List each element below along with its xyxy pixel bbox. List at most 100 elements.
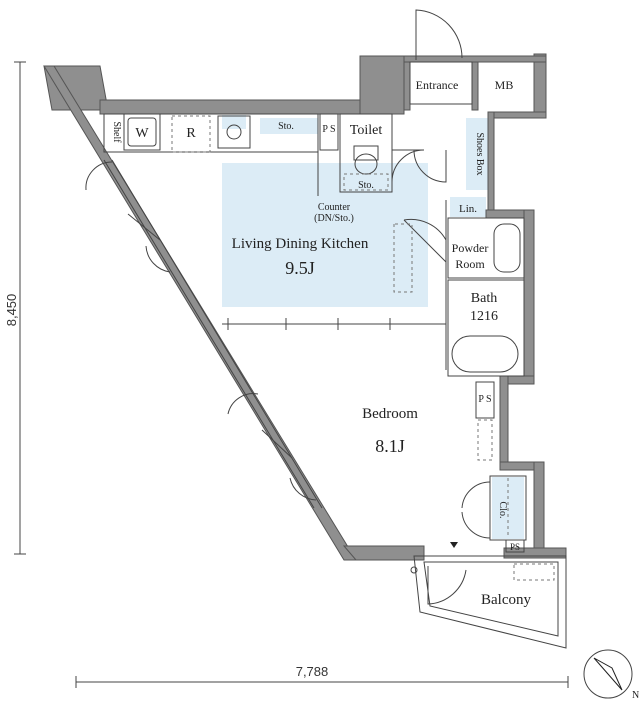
closet: [461, 475, 527, 553]
washbasin: [493, 223, 521, 273]
sash-mark-2: [261, 429, 293, 459]
balcony-label: Balcony: [481, 592, 531, 608]
compass-needle-light: [593, 657, 623, 691]
ldk-size-label: 9.5J: [285, 258, 315, 278]
counter-note-label: (DN/Sto.): [314, 213, 354, 224]
wall-top-column: [359, 55, 405, 115]
toilet-door: [391, 149, 425, 183]
shoes-box-highlight: [466, 118, 488, 190]
sash-mark-1: [127, 213, 161, 241]
sink-basin: [226, 124, 242, 140]
compass: N: [583, 649, 639, 701]
window-swing-2: [145, 245, 171, 273]
powder-door-swing: [403, 218, 447, 241]
toilet-walls: [339, 113, 393, 193]
highlight-areas: [222, 115, 524, 539]
wall-entrance-left: [403, 59, 411, 111]
kitchen-storage-highlight: [260, 118, 318, 134]
powder-door-leaf: [403, 219, 447, 263]
bath-label: Bath: [471, 291, 497, 306]
balcony-outline: [413, 555, 567, 649]
bedroom-label: Bedroom: [362, 406, 418, 422]
wall-right-upper: [487, 111, 495, 213]
toilet-bowl: [354, 153, 378, 175]
wall-top: [99, 99, 361, 115]
window-swing-4: [289, 477, 317, 501]
closet-door-2: [461, 511, 491, 539]
ps-mid-dash: [477, 419, 493, 461]
powder-label-1: Powder: [452, 241, 489, 255]
mb-label: MB: [495, 78, 514, 92]
entrance-door-swing: [415, 9, 463, 60]
washer-inner: [127, 117, 157, 147]
toilet-room: [339, 113, 393, 193]
room-divider: [222, 200, 447, 370]
entrance-door: [409, 9, 473, 105]
closet-door-1: [461, 481, 491, 509]
fridge-label: R: [186, 126, 196, 141]
toilet-label: Toilet: [350, 123, 383, 138]
wall-mb-bottom: [489, 111, 547, 119]
window-swing-3: [227, 393, 259, 415]
ldk-highlight: [222, 163, 428, 307]
window-line-outer: [103, 159, 315, 509]
sink-highlight: [222, 115, 246, 129]
entry-marker: [450, 542, 458, 548]
window-line: [111, 159, 323, 509]
ps-mid-box: [475, 381, 495, 419]
balcony-drain: [410, 566, 418, 574]
wall-entrance-mid: [471, 59, 479, 111]
diagonal-window: [103, 159, 323, 509]
wall-bottom-left: [342, 545, 425, 561]
kitchen: [103, 113, 339, 196]
compass-north-label: N: [632, 690, 639, 701]
room-labels: Entrance MB Shelf W R Sto. P S Toilet St…: [111, 78, 531, 608]
entrance-label: Entrance: [416, 78, 459, 92]
window-swing-1: [85, 161, 113, 191]
dimensions: 8,450 7,788: [4, 61, 569, 688]
shelf-label: Shelf: [111, 121, 122, 143]
wall-right-bath: [523, 209, 535, 383]
shoes-box-label: Shoes Box: [474, 132, 485, 175]
hall-door: [413, 149, 447, 183]
height-dimension-label: 8,450: [4, 294, 19, 327]
ldk-label: Living Dining Kitchen: [232, 236, 369, 252]
ps-bottom-label: PS: [510, 542, 520, 552]
wall-top-right: [533, 53, 547, 119]
ps-top-box: [319, 113, 339, 151]
wall-top-entrance: [403, 55, 547, 63]
counter-storage: [393, 223, 413, 293]
washer-label: W: [135, 126, 149, 141]
balcony-unit: [513, 563, 555, 581]
fridge-box: [171, 115, 211, 153]
powder-room-box: [447, 217, 525, 279]
washer-box: [123, 113, 161, 151]
entrance-box: [409, 61, 473, 105]
ps-bottom-box: [505, 539, 525, 553]
sink-box: [217, 115, 251, 149]
bathtub: [451, 335, 519, 373]
balcony-area: [410, 542, 567, 649]
kitchen-storage-label: Sto.: [278, 121, 294, 132]
ps-top-label: P S: [322, 124, 335, 135]
powder-label-2: Room: [455, 257, 485, 271]
counter-label: Counter: [318, 202, 351, 213]
kitchen-counter: [103, 113, 319, 153]
bedroom-size-label: 8.1J: [375, 436, 405, 456]
closet-label: Clo.: [497, 502, 508, 519]
width-dimension-label: 7,788: [296, 664, 329, 679]
balcony-door: [427, 566, 467, 605]
linen-label: Lin.: [459, 203, 477, 215]
wet-area: [447, 217, 525, 461]
wall-right-mid: [499, 375, 509, 467]
linen-highlight: [450, 197, 486, 217]
ps-mid-label: P S: [478, 394, 491, 405]
window-swings: [85, 161, 317, 501]
wall-right-lower: [533, 461, 545, 557]
bath-box: [447, 279, 525, 377]
bath-size-label: 1216: [470, 309, 498, 324]
hall-doors: [391, 149, 447, 293]
toilet-tank: [353, 145, 379, 161]
toilet-storage-label: Sto.: [358, 180, 374, 191]
